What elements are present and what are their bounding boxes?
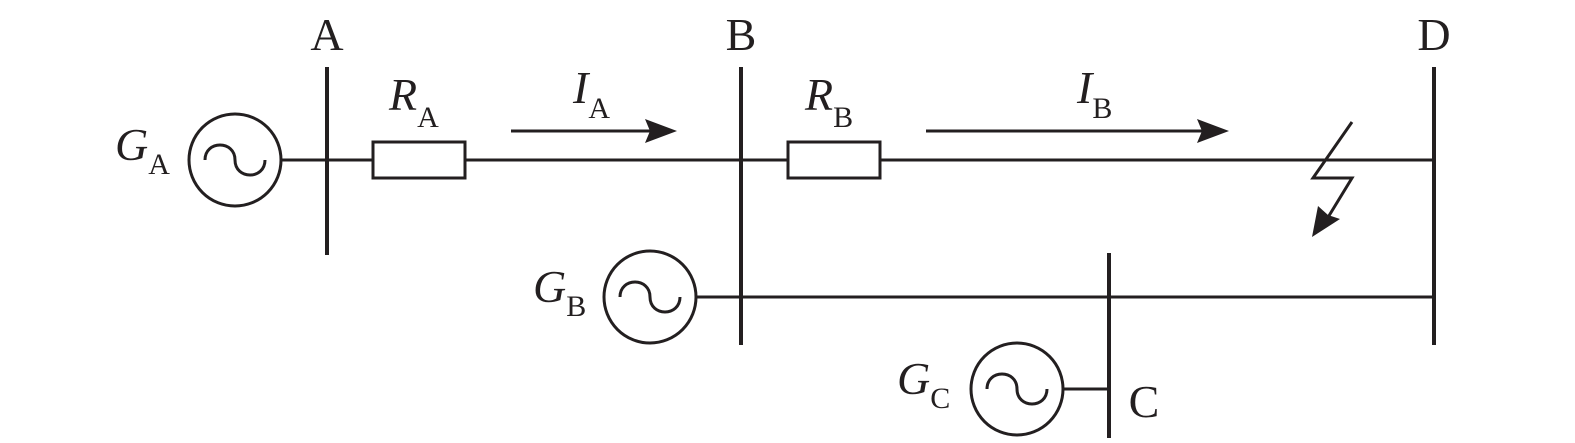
- gb-letter: G: [533, 261, 566, 312]
- ib-subscript: B: [1092, 92, 1112, 125]
- ra-letter: R: [388, 69, 417, 120]
- current-ia-label: IA: [572, 62, 610, 125]
- current-arrow-ia: [511, 119, 677, 143]
- ga-subscript: A: [148, 148, 170, 181]
- rb-subscript: B: [833, 101, 853, 134]
- bus-a-label: A: [310, 9, 343, 60]
- resistor-ra: [371, 140, 467, 180]
- rb-letter: R: [804, 69, 833, 120]
- ac-source-icon: [602, 249, 698, 345]
- resistor-ra-label: RA: [388, 69, 439, 134]
- bus-d-label: D: [1417, 9, 1450, 60]
- ia-letter: I: [572, 62, 591, 113]
- ga-letter: G: [115, 119, 148, 170]
- ac-source-icon: [187, 112, 283, 208]
- fault-zigzag: [1310, 121, 1355, 220]
- fault-icon: [1310, 121, 1355, 237]
- ac-source-icon: [969, 341, 1065, 437]
- ia-subscript: A: [588, 92, 610, 125]
- resistor-rb: [786, 140, 882, 180]
- current-arrow-ib: [926, 119, 1229, 143]
- bus-c-label: C: [1129, 376, 1160, 427]
- ib-letter: I: [1076, 62, 1095, 113]
- generator-gb: [602, 249, 698, 345]
- generator-ga: [187, 112, 283, 208]
- arrow-head-icon: [1197, 119, 1229, 143]
- gc-letter: G: [897, 353, 930, 404]
- generator-gc: [969, 341, 1065, 437]
- gb-subscript: B: [566, 290, 586, 323]
- sine-wave-icon: [203, 143, 267, 177]
- ra-subscript: A: [417, 101, 439, 134]
- generator-gb-label: GB: [533, 261, 586, 323]
- generator-gc-label: GC: [897, 353, 950, 415]
- bus-b-label: B: [726, 9, 757, 60]
- current-ib-label: IB: [1076, 62, 1112, 125]
- sine-wave-icon: [985, 372, 1049, 406]
- arrow-head-icon: [645, 119, 677, 143]
- generator-ga-label: GA: [115, 119, 170, 181]
- resistor-rb-label: RB: [804, 69, 853, 134]
- fault-arrow-head-icon: [1312, 206, 1340, 237]
- gc-subscript: C: [930, 382, 950, 415]
- sine-wave-icon: [618, 280, 682, 314]
